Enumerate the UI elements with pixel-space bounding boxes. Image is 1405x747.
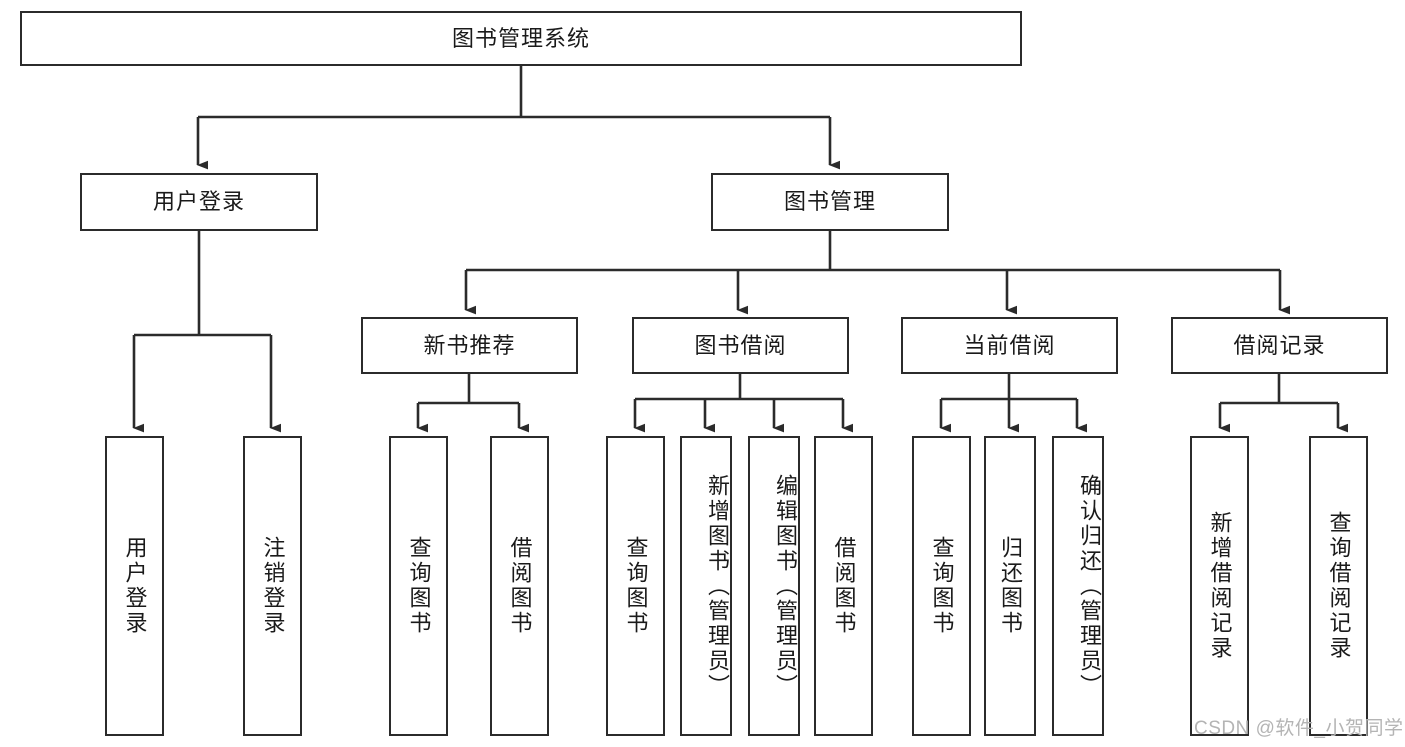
leaf-query-borrow-record[interactable]: 查询借阅记录 [1309,436,1368,736]
node-label: 借阅记录 [1233,332,1326,358]
node-label: 新增借阅记录 [1207,511,1233,661]
leaf-confirm-return-admin[interactable]: 确认归还（管理员） [1052,436,1104,736]
leaf-borrow-book-2[interactable]: 借阅图书 [814,436,873,736]
leaf-query-book-2[interactable]: 查询图书 [606,436,665,736]
node-label: 新书推荐 [423,332,516,358]
node-new-book-recommend[interactable]: 新书推荐 [361,317,578,374]
leaf-return-book[interactable]: 归还图书 [984,436,1036,736]
leaf-add-book-admin[interactable]: 新增图书（管理员） [680,436,732,736]
node-book-management[interactable]: 图书管理 [711,173,949,231]
node-current-borrow[interactable]: 当前借阅 [901,317,1118,374]
node-label: 查询借阅记录 [1326,511,1352,661]
csdn-watermark: CSDN @软件_小贺同学 [1194,718,1404,739]
node-user-login[interactable]: 用户登录 [80,173,318,231]
leaf-edit-book-admin[interactable]: 编辑图书（管理员） [748,436,800,736]
leaf-user-login[interactable]: 用户登录 [105,436,164,736]
node-label: 图书借阅 [694,332,787,358]
node-label: 归还图书 [997,536,1023,636]
node-label: 借阅图书 [507,536,533,636]
node-book-borrow[interactable]: 图书借阅 [632,317,849,374]
node-borrow-record[interactable]: 借阅记录 [1171,317,1388,374]
node-label: 查询图书 [406,536,432,636]
leaf-query-book-3[interactable]: 查询图书 [912,436,971,736]
node-label: 查询图书 [623,536,649,636]
node-label: 图书管理 [783,189,876,215]
node-label: 用户登录 [122,536,148,636]
leaf-query-book-1[interactable]: 查询图书 [389,436,448,736]
leaf-add-borrow-record[interactable]: 新增借阅记录 [1190,436,1249,736]
node-label: 确认归还（管理员） [1077,473,1102,699]
node-label: 新增图书（管理员） [705,473,730,699]
node-library-management-system[interactable]: 图书管理系统 [20,11,1022,66]
leaf-logout-login[interactable]: 注销登录 [243,436,302,736]
node-label: 注销登录 [260,536,286,636]
node-label: 编辑图书（管理员） [773,473,798,699]
node-label: 图书管理系统 [451,25,590,51]
node-label: 查询图书 [929,536,955,636]
node-label: 当前借阅 [963,332,1056,358]
node-label: 借阅图书 [831,536,857,636]
leaf-borrow-book-1[interactable]: 借阅图书 [490,436,549,736]
node-label: 用户登录 [152,189,245,215]
